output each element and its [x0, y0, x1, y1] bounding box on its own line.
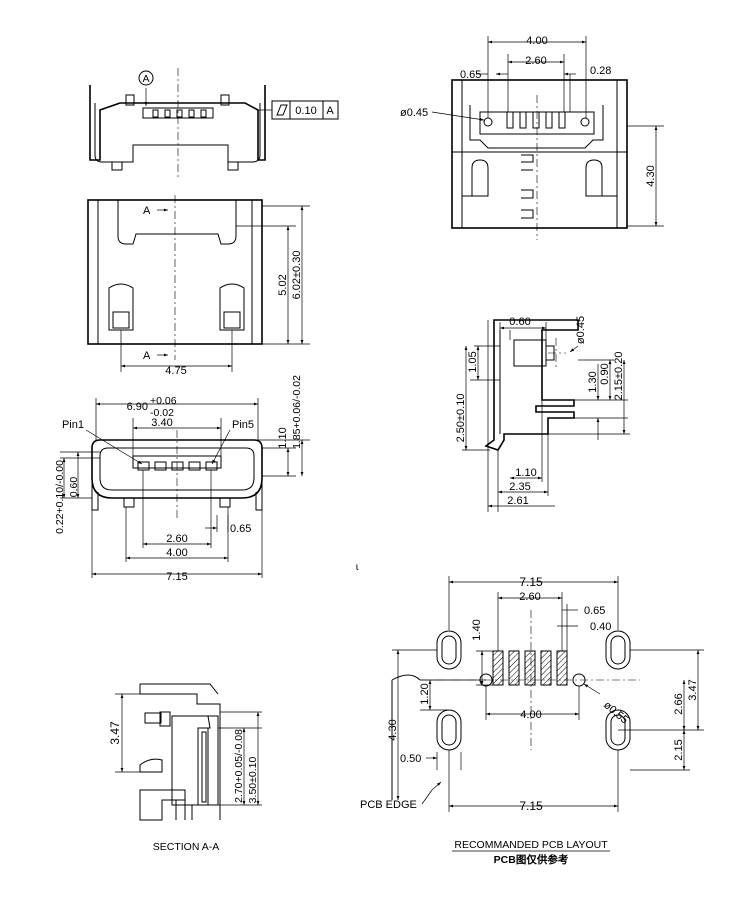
dim-profile-105: 1.05 [467, 351, 479, 372]
top-outline-view: A 0.10 A [89, 68, 339, 180]
pcb-pad-4 [540, 650, 552, 686]
dim-pcb-347: 3.47 [687, 679, 699, 700]
top-view: 4.00 2.60 0.65 0.28 ø0.45 4.30 [400, 35, 664, 240]
dim-profile-235: 2.35 [509, 481, 530, 493]
dim-front-width-tol-upper: +0.06 [150, 395, 177, 407]
flatness-ref: A [326, 105, 334, 117]
dim-pcb-065: 0.65 [584, 605, 605, 617]
dim-side-total-height: 6.02±0.30 [291, 251, 303, 300]
stray-mark: ɩ [356, 561, 359, 573]
dim-top-hole: ø0.45 [400, 107, 428, 119]
dim-pcb-040: 0.40 [590, 621, 611, 633]
dim-profile-261: 2.61 [507, 495, 528, 507]
dim-pcb-140: 1.40 [471, 619, 483, 640]
dim-pcb-120: 1.20 [419, 683, 431, 704]
pcb-slot-top-left [436, 630, 462, 670]
dim-top-height: 4.30 [645, 165, 657, 186]
dim-front-left-tol: 0.22+0.10/-0.00 [54, 460, 66, 534]
pcb-layout-title: RECOMMANDED PCB LAYOUT [454, 839, 608, 851]
dim-profile-130: 1.30 [587, 371, 599, 392]
dim-front-width: 6.90 [127, 401, 148, 413]
dim-pcb-050: 0.50 [400, 753, 421, 765]
flatness-frame: 0.10 A [271, 100, 339, 120]
dim-pcb-hole: ø0.55 [601, 699, 630, 726]
dim-front-opening: 3.40 [151, 417, 172, 429]
section-label: SECTION A-A [153, 841, 220, 853]
front-view: 6.90 +0.06 -0.02 3.40 Pin1 Pin5 2.60 4.0… [54, 375, 310, 583]
pcb-edge-label: PCB EDGE [360, 799, 417, 811]
dim-pcb-260: 2.60 [519, 591, 540, 603]
dim-front-outer: 4.00 [166, 547, 187, 559]
profile-view: 1.10 2.35 2.61 0.60 ø0.45 1.05 2.50±0.10… [455, 316, 630, 512]
section-view: 3.47 2.70+0.05/-0.08 3.50±0.10 SECTION A… [108, 683, 262, 853]
dim-pcb-430: 4.30 [387, 719, 399, 740]
dim-front-width-tol-lower: -0.02 [150, 407, 174, 419]
section-mark-bottom: A [143, 350, 151, 362]
dim-top-028: 0.28 [590, 65, 611, 77]
dim-front-height-tol: 1.85+0.06/-0.02 [291, 375, 303, 449]
dim-side-inner-height: 5.02 [277, 274, 289, 295]
dim-pcb-266: 2.66 [673, 693, 685, 714]
dim-profile-250: 2.50±0.10 [455, 394, 467, 443]
flatness-icon [276, 104, 288, 116]
side-view: A A 4.75 5.02 6.02±0.30 [87, 195, 310, 377]
pcb-pad-2 [508, 650, 520, 686]
dim-profile-215: 2.15±0.20 [613, 352, 625, 401]
dim-side-width: 4.75 [165, 365, 186, 377]
pcb-slot-top-right [605, 630, 631, 670]
dim-profile-090: 0.90 [599, 363, 611, 384]
pcb-pad-3 [524, 650, 536, 686]
dim-pcb-715-bottom: 7.15 [519, 799, 543, 813]
dim-section-350: 3.50±0.10 [247, 757, 259, 804]
dim-section-347: 3.47 [108, 721, 122, 745]
dim-pcb-400: 4.00 [520, 709, 541, 721]
pcb-layout: 7.15 2.60 0.65 0.40 1.40 1.20 4.30 0.50 … [360, 575, 704, 866]
datum-a-label: A [142, 73, 149, 85]
dim-top-065: 0.65 [460, 69, 481, 81]
pin5-label: Pin5 [232, 419, 254, 431]
dim-top-400: 4.00 [526, 35, 547, 47]
dim-top-260: 2.60 [525, 55, 546, 67]
dim-front-pitch-span: 2.60 [166, 533, 187, 545]
dim-pcb-715-top: 7.15 [519, 575, 543, 589]
dim-front-left-060: 0.60 [68, 477, 80, 498]
pin1-label: Pin1 [62, 419, 84, 431]
datum-a-circle [138, 70, 154, 86]
dim-front-total: 7.15 [166, 571, 187, 583]
section-mark-top: A [143, 205, 151, 217]
dim-profile-045: ø0.45 [575, 316, 587, 344]
dim-front-pin-offset: 0.65 [230, 523, 251, 535]
dim-section-270: 2.70+0.05/-0.08 [233, 729, 245, 803]
dim-profile-060: 0.60 [509, 316, 530, 328]
flatness-value: 0.10 [295, 105, 316, 117]
pcb-layout-subtitle: PCB图仅供参考 [494, 853, 569, 866]
dim-pcb-215: 2.15 [673, 739, 685, 760]
dim-front-height-right: 1.10 [277, 427, 289, 448]
dim-profile-110: 1.10 [515, 467, 536, 479]
pcb-slot-bottom-left [436, 709, 462, 751]
